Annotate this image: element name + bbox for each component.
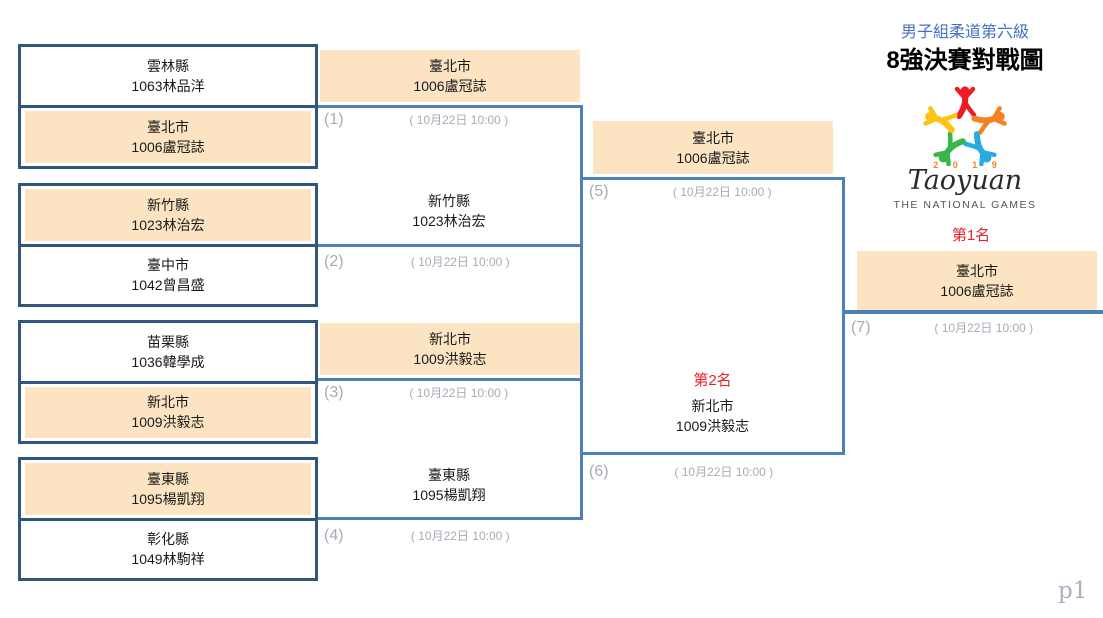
match-info-row: (6) ( 10月22日 10:00 )	[583, 460, 845, 481]
competitor-city: 新竹縣	[428, 193, 470, 209]
match-number-label: (6)	[589, 463, 609, 480]
competitor: 苗栗縣 1036韓學成	[25, 326, 311, 378]
page-title: 8強決賽對戰圖	[886, 47, 1044, 74]
competitor-athlete: 1009洪毅志	[131, 414, 205, 431]
competitor: 雲林縣 1063林品洋	[25, 50, 311, 102]
match-info-row: (1) ( 10月22日 10:00 )	[318, 108, 580, 129]
competitor-city: 彰化縣	[147, 531, 189, 548]
advancing-winner-cell: 臺北市 1006盧冠誌	[593, 121, 833, 174]
match-number-label: (1)	[324, 111, 344, 128]
competitor-cell: 新北市 1009洪毅志	[21, 384, 315, 442]
match-number-label: (3)	[324, 384, 344, 401]
match-number-label: (7)	[851, 319, 871, 336]
match-time-label: ( 10月22日 10:00 )	[674, 465, 774, 479]
page-number: p1	[1058, 578, 1088, 604]
competitor-city: 新竹縣	[147, 196, 189, 213]
competitor: 彰化縣 1049林駒祥	[25, 524, 311, 576]
competitor-city: 雲林縣	[147, 58, 189, 74]
match-time-label: ( 10月22日 10:00 )	[410, 529, 510, 543]
competitor-city: 臺北市	[692, 129, 734, 146]
competitor: 臺中市 1042曾昌盛	[25, 250, 311, 302]
competitor-athlete: 1023林治宏	[412, 213, 486, 229]
advancing-winner: 臺東縣 1095楊凱翔	[318, 465, 580, 505]
match-time-label: ( 10月22日 10:00 )	[934, 321, 1034, 335]
competitor-cell: 臺北市 1006盧冠誌	[21, 108, 315, 166]
competitor-cell: 臺中市 1042曾昌盛	[21, 247, 315, 305]
competitor-city: 新北市	[429, 331, 471, 347]
competitor-athlete: 1063林品洋	[131, 78, 205, 94]
match-time-label: ( 10月22日 10:00 )	[409, 113, 509, 127]
competitor-athlete: 1023林治宏	[131, 216, 205, 233]
competitor-city: 臺東縣	[428, 467, 470, 483]
competitor-city: 新北市	[147, 394, 189, 411]
match-time-label: ( 10月22日 10:00 )	[672, 185, 772, 199]
competitor-city: 臺中市	[147, 257, 189, 274]
logo-subtitle: THE NATIONAL GAMES	[893, 199, 1037, 211]
match-info-row: (4) ( 10月22日 10:00 )	[318, 524, 583, 545]
match-info-row: (2) ( 10月22日 10:00 )	[318, 250, 583, 271]
competitor-winner: 新竹縣 1023林治宏	[25, 189, 311, 241]
advancing-winner-cell: 新北市 1009洪毅志	[320, 323, 580, 375]
competitor-cell: 雲林縣 1063林品洋	[21, 47, 315, 108]
logo-year-text: 2 0 1 9	[933, 160, 1003, 170]
match-box-2: 新竹縣 1023林治宏 臺中市 1042曾昌盛	[18, 183, 318, 307]
competitor-city: 臺北市	[147, 119, 189, 135]
competitor-winner: 臺東縣 1095楊凱翔	[25, 463, 311, 515]
runner-up: 新北市 1009洪毅志	[583, 396, 842, 436]
match-box-1: 雲林縣 1063林品洋 臺北市 1006盧冠誌	[18, 44, 318, 169]
competitor-athlete: 1009洪毅志	[675, 418, 750, 434]
competitor-cell: 彰化縣 1049林駒祥	[21, 521, 315, 579]
competitor-athlete: 1042曾昌盛	[131, 277, 205, 294]
competitor-athlete: 1006盧冠誌	[676, 149, 750, 166]
competitor-athlete: 1006盧冠誌	[940, 282, 1014, 299]
match-info-row: (7) ( 10月22日 10:00 )	[845, 316, 1103, 337]
taoyuan-games-logo: 2 0 1 9 Taoyuan THE NATIONAL GAMES	[845, 84, 1085, 211]
competitor-athlete: 1095楊凱翔	[131, 490, 205, 507]
advancing-winner-cell: 臺北市 1006盧冠誌	[320, 50, 580, 102]
match-time-label: ( 10月22日 10:00 )	[410, 255, 510, 269]
pair-box-semifinal-b: (3) ( 10月22日 10:00 ) 臺東縣 1095楊凱翔	[318, 378, 583, 520]
competitor-city: 苗栗縣	[147, 333, 189, 350]
dancing-figures-icon	[910, 84, 1020, 166]
champion-line	[845, 310, 1103, 314]
competitor-winner: 新北市 1009洪毅志	[25, 386, 311, 438]
match-box-4: 臺東縣 1095楊凱翔 彰化縣 1049林駒祥	[18, 457, 318, 581]
match-number-label: (4)	[324, 527, 344, 544]
competitor-cell: 臺東縣 1095楊凱翔	[21, 460, 315, 521]
match-time-label: ( 10月22日 10:00 )	[409, 386, 509, 400]
competitor-athlete: 1009洪毅志	[413, 351, 487, 367]
second-place-label: 第2名	[693, 372, 732, 389]
competitor-athlete: 1036韓學成	[131, 353, 205, 370]
competitor-city: 臺北市	[956, 262, 998, 279]
competitor-winner: 臺北市 1006盧冠誌	[25, 111, 311, 163]
competitor-athlete: 1049林駒祥	[131, 551, 205, 568]
champion-cell: 臺北市 1006盧冠誌	[857, 251, 1097, 310]
match-info-row: (3) ( 10月22日 10:00 )	[318, 381, 580, 402]
match-box-3: 苗栗縣 1036韓學成 新北市 1009洪毅志	[18, 320, 318, 444]
competitor-athlete: 1006盧冠誌	[131, 139, 205, 155]
logo-wordmark: Taoyuan	[907, 165, 1023, 196]
advancing-winner: 新竹縣 1023林治宏	[318, 191, 580, 231]
first-place-label: 第1名	[951, 227, 991, 244]
match-info-row: (5) ( 10月22日 10:00 )	[583, 180, 842, 201]
competitor-athlete: 1095楊凱翔	[412, 487, 486, 503]
pair-box-final: (5) ( 10月22日 10:00 ) 第2名 新北市 1009洪毅志	[580, 177, 845, 455]
competitor-city: 新北市	[691, 398, 734, 414]
match-number-label: (5)	[589, 183, 609, 200]
competitor-city: 臺東縣	[147, 470, 189, 487]
competitor-city: 臺北市	[429, 58, 471, 74]
pair-box-semifinal-a: (1) ( 10月22日 10:00 ) 新竹縣 1023林治宏	[318, 105, 583, 247]
match-number-label: (2)	[324, 253, 344, 270]
competitor-athlete: 1006盧冠誌	[413, 78, 487, 94]
competitor-cell: 苗栗縣 1036韓學成	[21, 323, 315, 384]
competitor-cell: 新竹縣 1023林治宏	[21, 186, 315, 247]
category-title: 男子組柔道第六級	[900, 24, 1029, 41]
